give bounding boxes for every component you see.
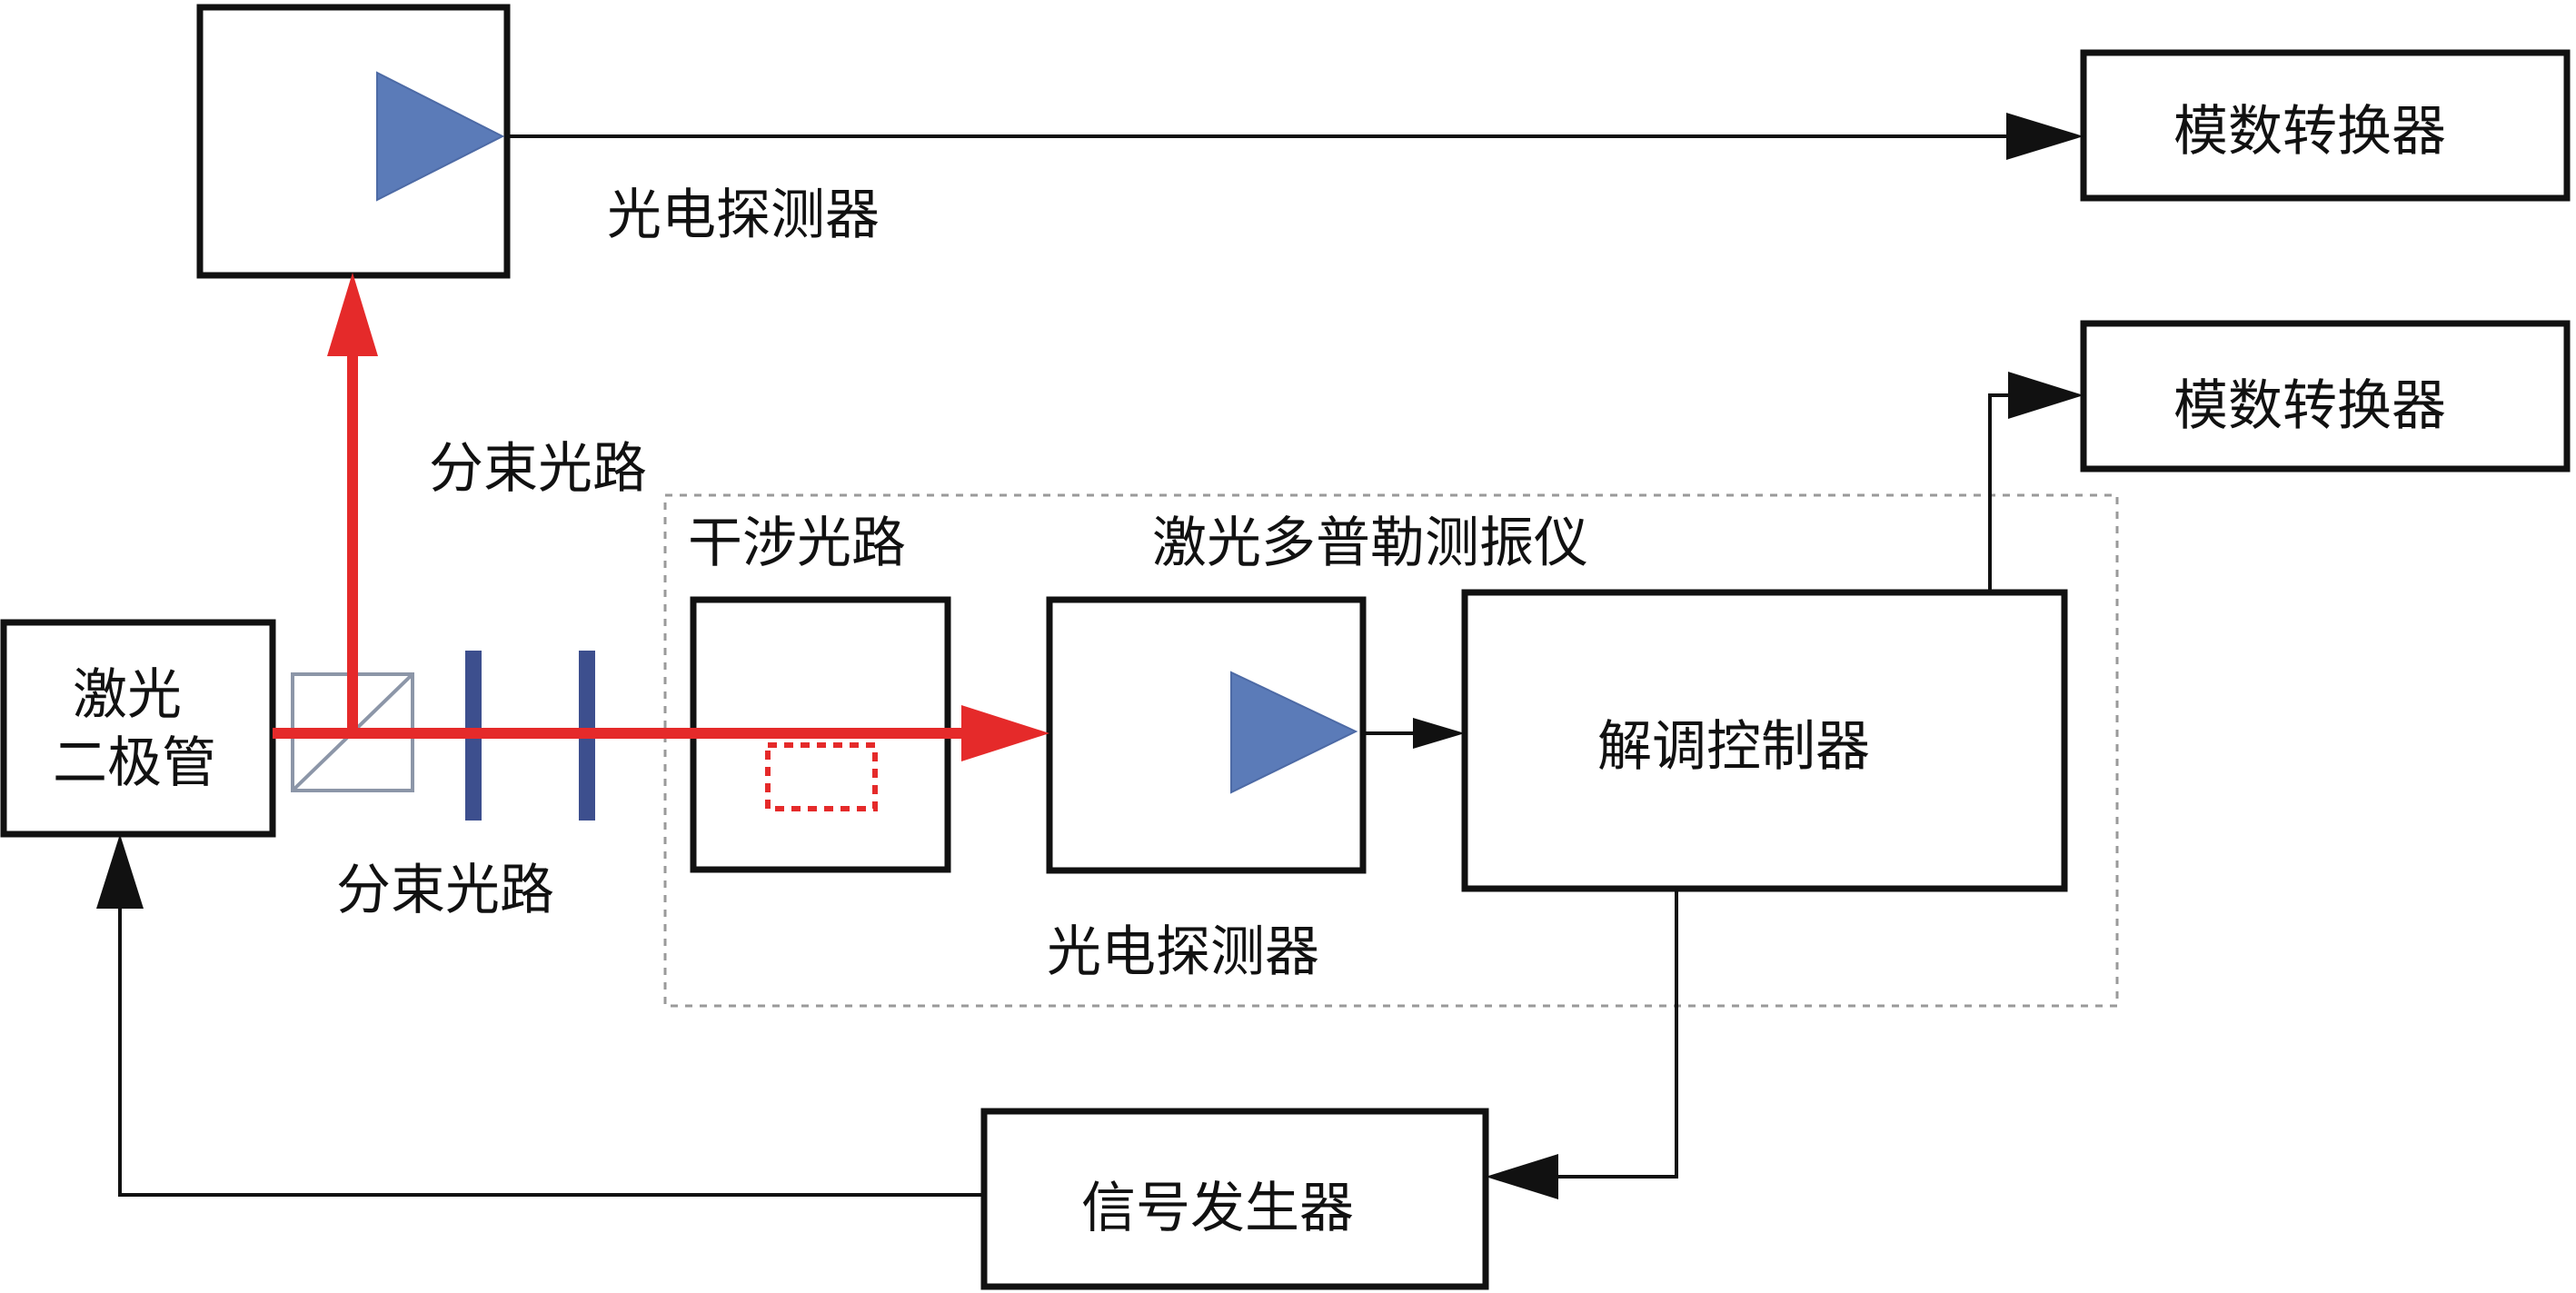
mid-adc-arrowhead	[2008, 372, 2084, 419]
demod-controller-box	[1461, 589, 2068, 892]
top-adc-label: 模数转换器	[2173, 100, 2446, 164]
laser-diode-label-line1: 激光	[73, 663, 182, 727]
horizontal-beam-arrowhead	[961, 705, 1049, 761]
vibrometer-label: 激光多普勒测振仪	[1152, 512, 1588, 575]
mid-adc-label: 模数转换器	[2173, 374, 2446, 438]
interference-path-label: 干涉光路	[688, 512, 906, 575]
lower-detector-triangle-icon	[1230, 671, 1358, 794]
signal-generator-box	[980, 1108, 1489, 1290]
lower-photodetector-label: 光电探测器	[1047, 920, 1319, 984]
top-detector-triangle-icon	[376, 71, 505, 202]
top-adc-arrowhead	[2006, 113, 2084, 160]
laser-diode-arrowhead	[96, 834, 144, 909]
vibrometer-group-border	[663, 493, 2119, 1008]
mid-adc-box	[2080, 320, 2571, 472]
beam-split-upper-label: 分束光路	[429, 437, 647, 501]
signal-generator-arrowhead	[1486, 1154, 1558, 1199]
demod-to-mid-adc-wire	[1988, 393, 2008, 592]
laser-diode-label-line2: 二极管	[53, 731, 216, 795]
vertical-beam-arrowhead	[327, 273, 378, 356]
interference-dashed-rectangle	[765, 742, 878, 811]
top-photodetector-label: 光电探测器	[607, 184, 880, 247]
demod-to-signal-generator-wire	[1558, 889, 1678, 1179]
demod-controller-label: 解调控制器	[1597, 715, 1870, 779]
signal-generator-to-laser-wire	[118, 909, 984, 1197]
demod-arrowhead	[1413, 718, 1465, 749]
top-adc-box	[2080, 49, 2571, 202]
beam-split-lower-label: 分束光路	[336, 859, 554, 922]
laser-diode-box	[0, 619, 276, 838]
signal-generator-label: 信号发生器	[1081, 1177, 1354, 1240]
